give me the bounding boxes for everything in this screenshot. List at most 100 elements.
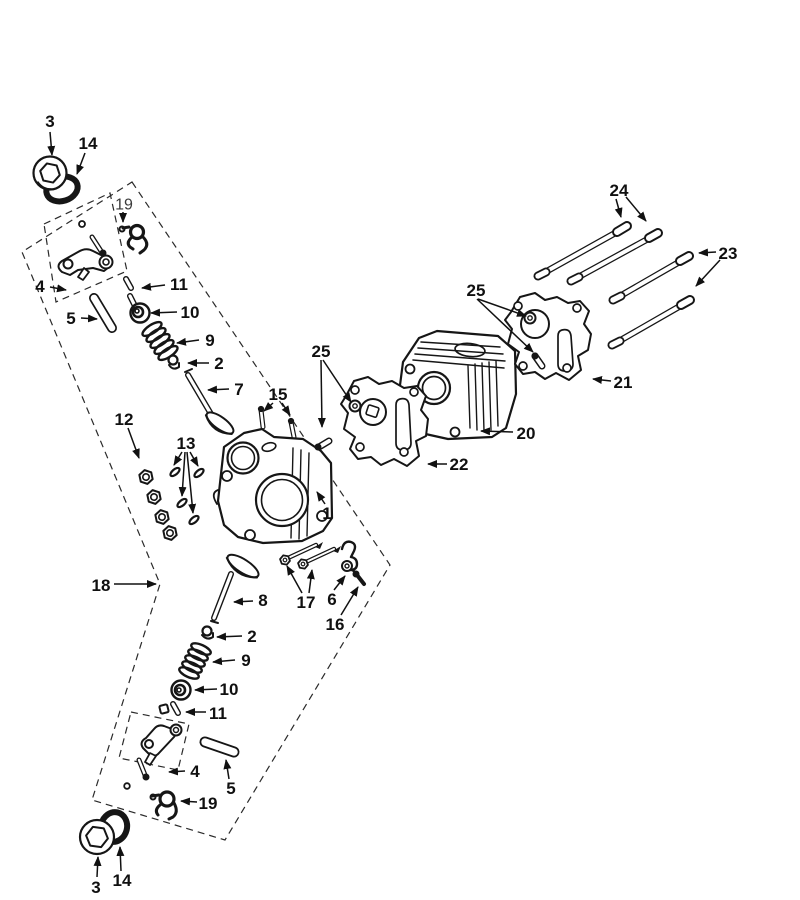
callout-6: 6 [327,590,336,609]
leader-line-3 [93,856,102,878]
leader-line-6 [333,575,346,591]
callout-2: 2 [214,354,223,373]
gasket-21 [504,292,592,381]
cap-nuts-12 [138,469,178,541]
callout-14: 14 [113,871,132,890]
leader-line-10 [194,685,218,694]
valve-spring-top [141,320,179,362]
valve-seal-bottom [201,625,214,640]
leader-line-24 [614,198,623,218]
leader-line-5 [223,759,232,780]
leader-line-7 [207,385,230,394]
callout-13: 13 [177,434,196,453]
leader-line-17 [286,565,303,594]
spring-retainer-bottom [170,679,192,701]
leader-line-4 [49,284,67,293]
leader-line-24 [625,196,647,222]
callout-23: 23 [719,244,738,263]
leader-line-8 [233,597,254,606]
callout-16: 16 [326,615,345,634]
dowel-pin-25-right [531,352,546,370]
dowel-collar-25-right [523,311,537,325]
rocker-shaft-top [89,293,117,333]
rocker-shaft-bottom [199,736,240,758]
wire-clamp-top [118,223,149,255]
leader-line-12 [127,427,140,459]
cylinder-studs [533,221,695,350]
callout-5: 5 [226,779,235,798]
callout-25: 25 [312,342,331,361]
callout-24: 24 [610,181,629,200]
callout-19: 19 [115,197,133,214]
callout-3: 3 [45,112,54,131]
leader-line-13 [178,451,187,497]
valve-cotters-bottom [158,701,181,716]
tappet-cap-top [32,155,81,205]
valve-seal-top [167,354,180,370]
leader-line-20 [480,427,514,436]
leader-line-23 [695,259,721,287]
callout-15: 15 [269,385,288,404]
callout-17: 17 [297,593,316,612]
valve-cotters-top [123,276,138,309]
leader-line-15 [263,402,274,412]
callout-3: 3 [91,878,100,897]
callout-22: 22 [450,455,469,474]
head-gasket-22 [340,376,429,467]
leader-line-14 [116,846,125,872]
cylinder-head [212,427,334,545]
callout-21: 21 [614,373,633,392]
leader-line-10 [150,308,178,317]
rocker-arm-bottom [123,723,183,790]
callout-10: 10 [220,680,239,699]
leader-line-16 [340,586,359,616]
leader-line-19 [180,797,198,806]
leader-line-13 [186,451,197,514]
leader-line-4 [168,767,186,776]
leader-line-23 [698,248,717,257]
leader-line-9 [176,337,200,346]
dowel-pins-15 [257,405,297,440]
callout-1: 1 [322,504,331,523]
callout-8: 8 [258,591,267,610]
cover-plane-dashed-outline [21,181,391,841]
callout-9: 9 [205,331,214,350]
leader-line-11 [141,282,166,291]
leader-line-2 [216,632,243,641]
rocker-arm-top [57,220,114,281]
callout-9: 9 [241,651,250,670]
callout-20: 20 [517,424,536,443]
leader-line-13 [173,451,183,466]
leader-line-14 [76,152,86,175]
dowel-pin-25-left [314,437,333,451]
callout-12: 12 [115,410,134,429]
leader-line-25 [476,298,534,353]
callout-2: 2 [247,627,256,646]
leader-line-15 [281,402,291,416]
bracket-6 [340,540,359,575]
intake-valve [184,368,235,436]
rocker-box-bottom-dashed [118,711,190,771]
wire-clamp-bottom [149,790,178,821]
leader-line-21 [592,376,612,384]
callout-19: 19 [199,794,218,813]
leader-line-9 [212,657,236,666]
callout-18: 18 [92,576,111,595]
leader-line-25 [477,298,527,317]
tappet-cap-bottom [78,809,131,856]
screw-16 [352,570,366,586]
callout-10: 10 [181,303,200,322]
exhaust-valve [210,553,260,624]
callout-4: 4 [190,762,200,781]
leader-line-13 [189,451,199,467]
callout-25: 25 [467,281,486,300]
washers-13 [169,466,205,526]
callout-5: 5 [66,309,75,328]
leader-line-3 [47,131,56,156]
leader-line-25 [322,359,352,403]
spring-retainer-top [129,302,151,324]
leader-line-17 [306,569,315,594]
head-bolts-17 [279,542,341,570]
